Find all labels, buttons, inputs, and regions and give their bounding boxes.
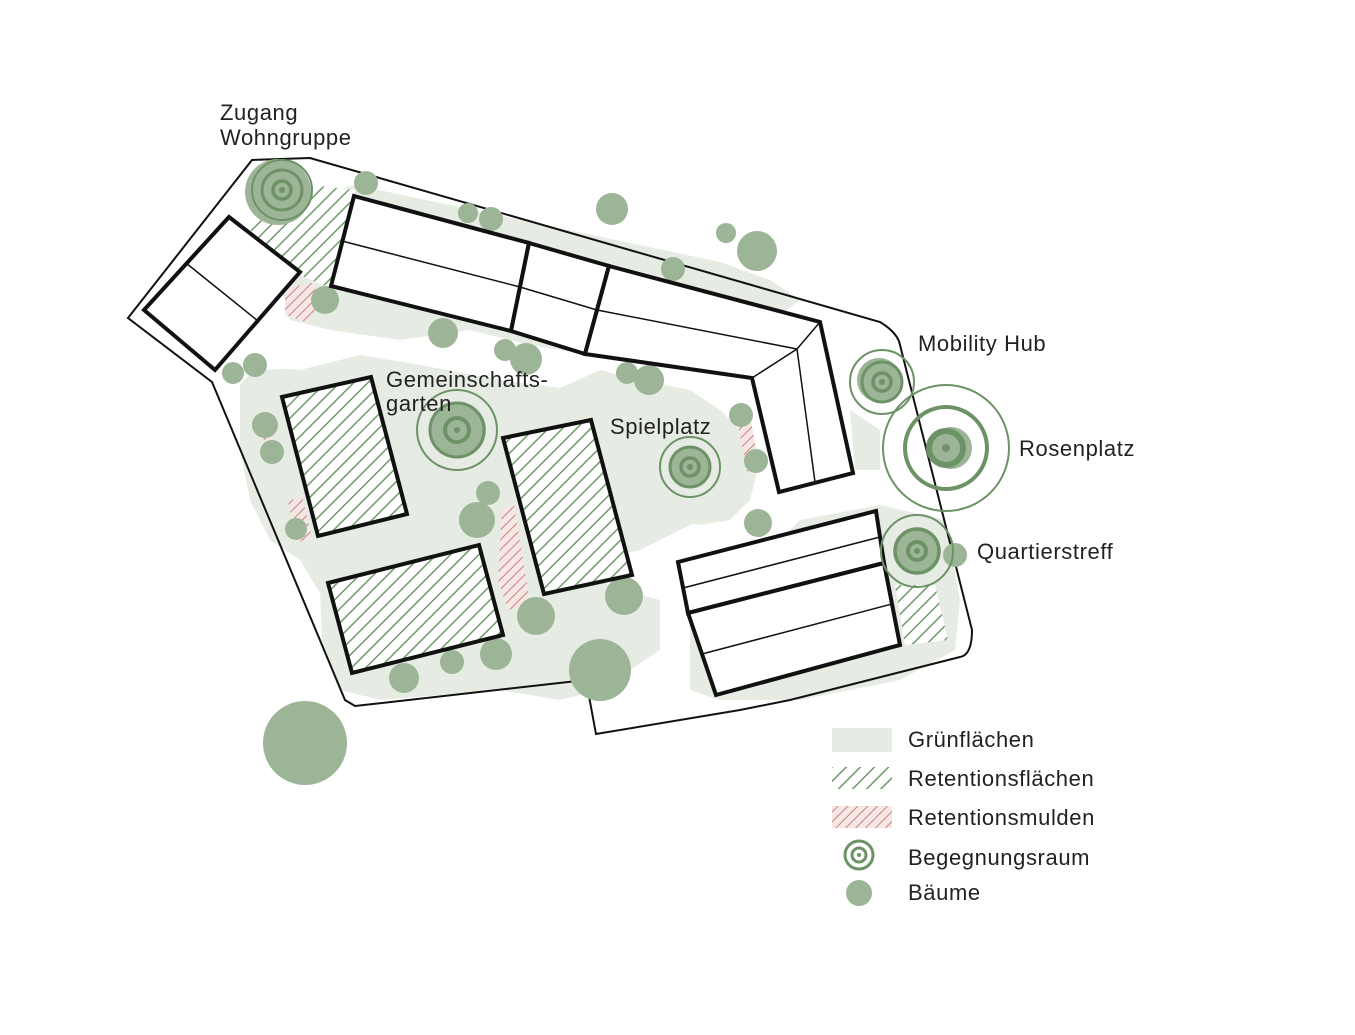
- tree: [605, 577, 643, 615]
- legend-swatch-baeume: [846, 880, 872, 906]
- place-labels: Zugang Wohngruppe Gemeinschafts- garten …: [220, 100, 1135, 564]
- tree: [510, 343, 542, 375]
- tree: [744, 449, 768, 473]
- building-ridge: [751, 348, 798, 379]
- tree: [459, 502, 495, 538]
- tree: [476, 481, 500, 505]
- legend-swatch-retentionsmulden: [832, 806, 892, 828]
- legend-swatch-retentionsflaechen: [832, 767, 892, 789]
- begegnungsraum-rosenplatz: [882, 384, 1010, 512]
- tree: [243, 353, 267, 377]
- tree: [634, 365, 664, 395]
- begegnungsraum-spielplatz: [659, 436, 721, 498]
- label-rosenplatz: Rosenplatz: [1019, 436, 1135, 461]
- label-spielplatz: Spielplatz: [610, 414, 711, 439]
- legend-label-retentionsflaechen: Retentionsflächen: [908, 766, 1094, 791]
- site-boundary: [126, 156, 974, 736]
- tree: [263, 701, 347, 785]
- label-gemeinschaft-line2: garten: [386, 391, 452, 416]
- tree: [943, 543, 967, 567]
- building-ridge: [341, 240, 521, 288]
- garden-block-1: [279, 374, 410, 539]
- label-zugang-line1: Zugang: [220, 100, 298, 125]
- tree: [569, 639, 631, 701]
- building-wohngruppe: [141, 214, 303, 373]
- tree: [596, 193, 628, 225]
- legend-label-baeume: Bäume: [908, 880, 981, 905]
- retention-trough-4: [498, 505, 530, 610]
- legend-swatch-begegnungsraum: [843, 839, 875, 871]
- tree: [260, 440, 284, 464]
- building-southeast-lower: [685, 560, 903, 698]
- legend: Grünflächen Retentionsflächen Retentions…: [832, 727, 1095, 906]
- retention-blocks: [279, 374, 635, 676]
- legend-label-begegnungsraum: Begegnungsraum: [908, 845, 1090, 870]
- legend-label-gruenflaechen: Grünflächen: [908, 727, 1034, 752]
- tree: [285, 518, 307, 540]
- tree: [354, 171, 378, 195]
- tree: [744, 509, 772, 537]
- tree: [222, 362, 244, 384]
- label-gemeinschaft-line1: Gemeinschafts-: [386, 367, 548, 392]
- tree: [440, 650, 464, 674]
- tree: [480, 638, 512, 670]
- begegnungsraum-gemeinschaftsgarten: [416, 389, 498, 471]
- begegnungsraum-mobility-hub: [849, 349, 915, 415]
- tree: [389, 663, 419, 693]
- garden-block-3: [325, 542, 506, 676]
- legend-swatch-gruenflaechen: [832, 728, 892, 752]
- label-mobility-hub: Mobility Hub: [918, 331, 1046, 356]
- legend-label-retentionsmulden: Retentionsmulden: [908, 805, 1095, 830]
- tree: [311, 286, 339, 314]
- tree: [729, 403, 753, 427]
- tree: [616, 362, 638, 384]
- retention-trough-1: [285, 283, 322, 322]
- label-quartierstreff: Quartierstreff: [977, 539, 1114, 564]
- tree: [716, 223, 736, 243]
- tree: [737, 231, 777, 271]
- building-ridge: [185, 262, 259, 322]
- building-ridge: [701, 603, 893, 655]
- tree: [252, 412, 278, 438]
- begegnungsraum-zugang: [251, 159, 313, 221]
- retention-area-quartierstreff: [895, 585, 948, 645]
- building-ridge: [519, 286, 598, 311]
- tree: [428, 318, 458, 348]
- green-area-east: [850, 410, 880, 470]
- tree: [458, 203, 478, 223]
- label-zugang-line2: Wohngruppe: [220, 125, 352, 150]
- tree: [661, 257, 685, 281]
- building-ridge: [682, 536, 881, 589]
- begegnungsraum-quartierstreff: [880, 514, 954, 588]
- buildings: [141, 193, 903, 698]
- meeting-places: [251, 159, 1010, 588]
- garden-block-2: [500, 417, 635, 597]
- tree: [517, 597, 555, 635]
- tree: [479, 207, 503, 231]
- building-ridge: [796, 321, 821, 350]
